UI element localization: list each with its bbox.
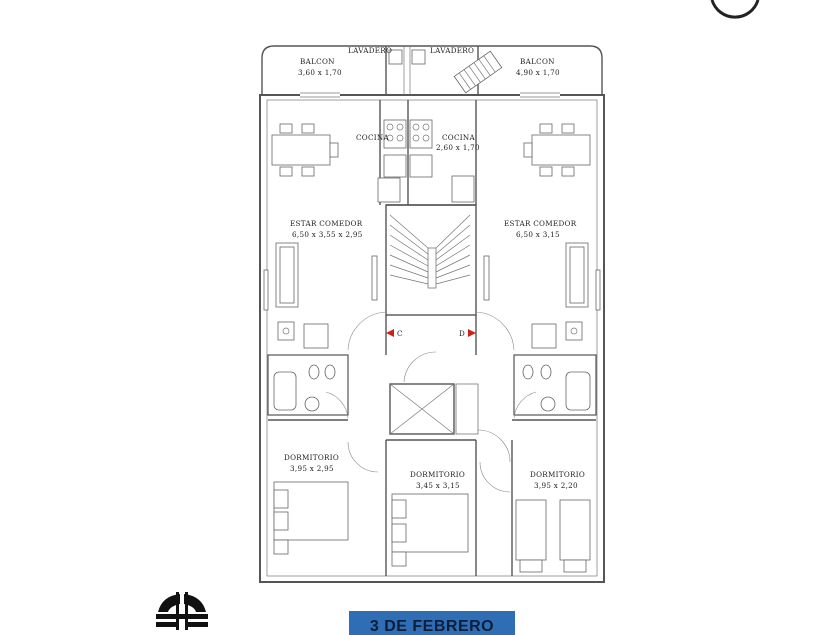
dorm-left-label: DORMITORIO	[284, 453, 339, 462]
room-labels: LAVADERO LAVADERO BALCON 3,60 x 1,70 BAL…	[284, 46, 585, 490]
estar-left-label: ESTAR COMEDOR	[290, 219, 363, 228]
lavadero-right-label: LAVADERO	[430, 46, 474, 55]
cocina-right-label: COCINA	[442, 133, 476, 142]
company-logo	[156, 592, 208, 630]
unit-c-arrow-icon	[386, 329, 394, 337]
unit-d-arrow-icon	[468, 329, 476, 337]
unit-d-label: D	[459, 329, 465, 338]
interior-walls	[267, 100, 597, 576]
dorm-left-dims: 3,95 x 2,95	[290, 464, 334, 473]
outer-walls	[259, 45, 605, 583]
unit-c-label: C	[397, 329, 403, 338]
estar-left-dims: 6,50 x 3,55 x 2,95	[292, 230, 363, 239]
location-banner: 3 DE FEBRERO	[349, 611, 515, 635]
dorm-center-label: DORMITORIO	[410, 470, 465, 479]
compass-icon	[710, 0, 760, 19]
estar-right-dims: 6,50 x 3,15	[516, 230, 560, 239]
balcon-left-dims: 3,60 x 1,70	[298, 68, 342, 77]
dorm-center-dims: 3,45 x 3,15	[416, 481, 460, 490]
dorm-right-dims: 3,95 x 2,20	[534, 481, 578, 490]
banner-text: 3 DE FEBRERO	[369, 618, 495, 635]
cocina-left-label: COCINA	[356, 133, 390, 142]
cocina-right-dims: 2,60 x 1,70	[436, 143, 480, 152]
lavadero-left-label: LAVADERO	[348, 46, 392, 55]
dorm-right-label: DORMITORIO	[530, 470, 585, 479]
balcon-right-dims: 4,90 x 1,70	[516, 68, 560, 77]
balcon-right-label: BALCON	[520, 57, 555, 66]
furniture	[263, 119, 601, 573]
balcon-left-label: BALCON	[300, 57, 335, 66]
estar-right-label: ESTAR COMEDOR	[504, 219, 577, 228]
